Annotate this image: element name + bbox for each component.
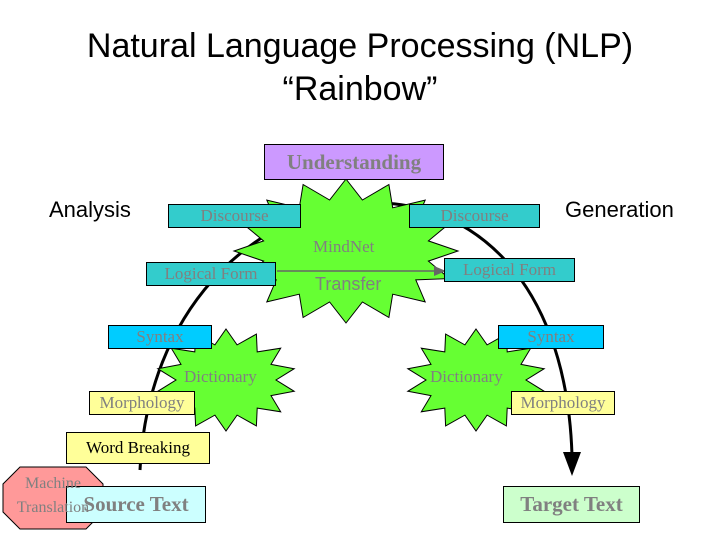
slide-title-line2: “Rainbow” — [282, 70, 438, 108]
dictionary-starburst-right — [406, 328, 546, 432]
transfer-label: Transfer — [315, 274, 382, 294]
arc-arrowhead — [563, 452, 581, 476]
machine-translation-label-line1: Machine — [25, 475, 81, 492]
generation-morphology-box: Morphology — [511, 391, 615, 415]
generation-discourse-box: Discourse — [409, 204, 540, 228]
dictionary-label-right: Dictionary — [430, 367, 503, 386]
transfer-arrowhead — [434, 266, 446, 276]
analysis-logical-form-box: Logical Form — [146, 262, 276, 286]
dictionary-label-left: Dictionary — [184, 367, 257, 386]
analysis-label: Analysis — [49, 197, 131, 222]
source-text-box: Source Text — [66, 486, 206, 523]
mindnet-label: MindNet — [313, 237, 375, 256]
generation-logical-form-box: Logical Form — [444, 258, 575, 282]
word-breaking-box: Word Breaking — [66, 432, 210, 464]
analysis-syntax-box: Syntax — [108, 325, 212, 349]
generation-label: Generation — [565, 197, 674, 222]
generation-syntax-box: Syntax — [498, 325, 604, 349]
target-text-box: Target Text — [503, 486, 640, 523]
machine-translation-label-line2: Translation — [16, 499, 90, 516]
analysis-morphology-box: Morphology — [89, 391, 195, 415]
understanding-box: Understanding — [264, 144, 444, 180]
analysis-discourse-box: Discourse — [168, 204, 301, 228]
slide-title-line1: Natural Language Processing (NLP) — [86, 27, 634, 65]
